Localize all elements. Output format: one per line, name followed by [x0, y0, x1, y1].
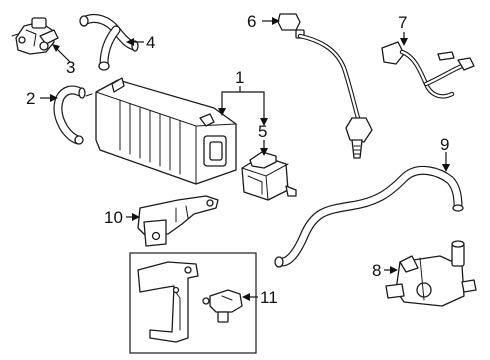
- part-3-vacuum-valve: [11, 17, 59, 55]
- callout-labels: 1 2 3 4 5 6 7 8 9 10 11: [26, 12, 449, 307]
- callout-5: 5: [258, 122, 267, 141]
- callout-leaders: [40, 17, 450, 301]
- callout-7: 7: [398, 13, 407, 32]
- part-7-sensor: [381, 41, 475, 99]
- callout-8: 8: [372, 261, 381, 280]
- callout-9: 9: [440, 135, 449, 154]
- part-1-charcoal-canister: [85, 77, 237, 185]
- inset-bracket: [137, 261, 199, 343]
- part-6-sensor: [277, 13, 373, 159]
- callout-10: 10: [104, 208, 123, 227]
- callout-11: 11: [260, 288, 278, 307]
- part-2-hose: [53, 85, 86, 145]
- callout-6: 6: [247, 12, 256, 31]
- part-10-bracket: [137, 195, 219, 247]
- part-11-sensor: [202, 289, 243, 323]
- part-5-valve: [241, 151, 297, 201]
- callout-2: 2: [26, 89, 35, 108]
- part-4-hose: [79, 13, 139, 71]
- inset-box: [129, 252, 257, 354]
- part-8-purge-valve: [385, 240, 477, 307]
- callout-3: 3: [66, 58, 75, 77]
- callout-4: 4: [146, 33, 155, 52]
- part-9-hose: [274, 165, 464, 268]
- callout-1: 1: [235, 68, 244, 87]
